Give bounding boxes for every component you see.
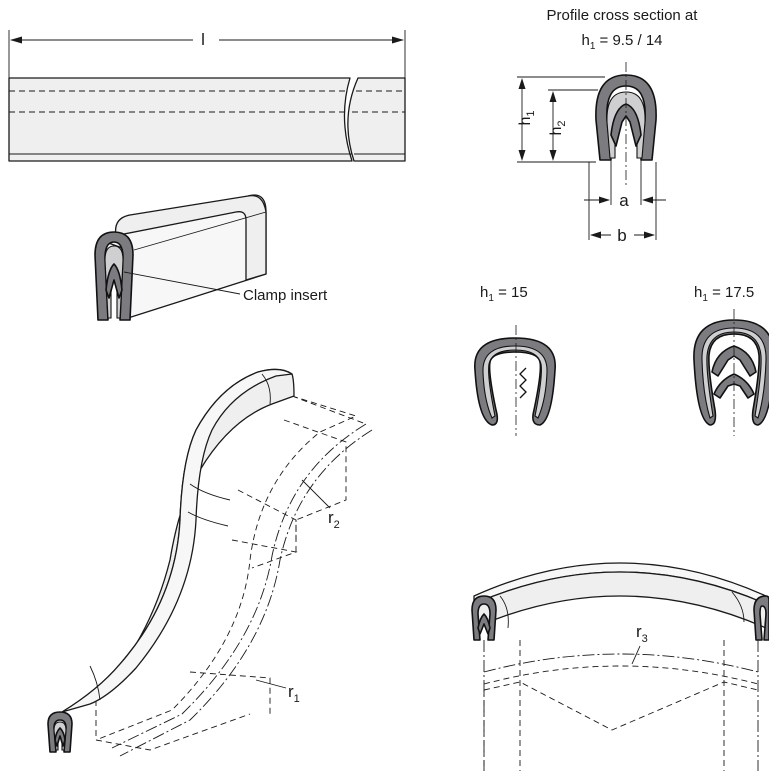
arched-profile-r3: r3 [471, 562, 769, 771]
bent-profile-r1-r2: r2 r1 [47, 368, 373, 757]
profile-h1-17-5: h1 = 17.5 [693, 284, 769, 436]
cross-section-title-line2: h1 = 9.5 / 14 [581, 32, 662, 52]
a-label: a [619, 191, 629, 210]
h1-label: h1 [517, 110, 537, 125]
profile-15-label: h1 = 15 [480, 284, 528, 304]
r2-label: r2 [328, 508, 340, 531]
profile-17-5-label: h1 = 17.5 [694, 284, 754, 304]
profile-h1-15: h1 = 15 [474, 284, 556, 436]
straight-profile-view: l [8, 30, 406, 162]
cross-section-9-5-14: h1 h2 a b [517, 62, 666, 245]
b-label: b [617, 226, 626, 245]
r1-label: r1 [288, 682, 300, 705]
length-label: l [201, 30, 205, 49]
cross-section-title: Profile cross section at h1 = 9.5 / 14 [547, 7, 699, 52]
cross-section-title-line1: Profile cross section at [547, 7, 699, 24]
r3-label: r3 [636, 622, 648, 645]
h2-label: h2 [548, 120, 568, 135]
isometric-short-profile: Clamp insert [94, 194, 328, 321]
clamp-insert-label: Clamp insert [243, 287, 328, 304]
